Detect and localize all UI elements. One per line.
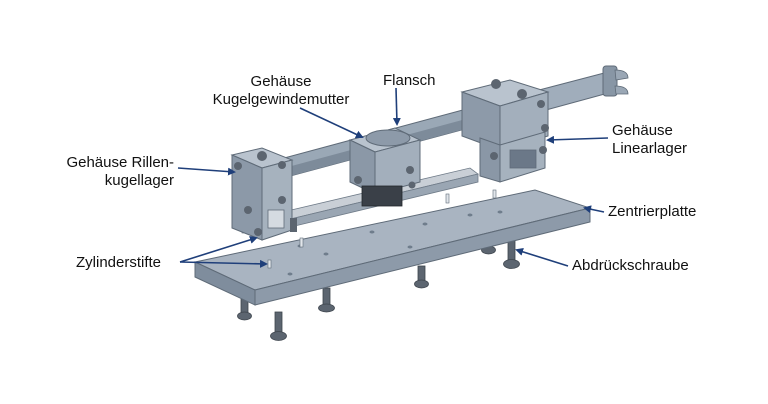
label-zylinderstifte: Zylinderstifte [76,254,162,271]
linear-bearing-housing [460,79,550,183]
groove-bearing-housing [230,147,297,241]
label-gehaeuse-rillen-line1: Gehäuse Rillen- [66,154,174,171]
label-gehaeuse-kgm-line1: Gehäuse [250,73,312,90]
label-abdrueckschraube: Abdrückschraube [572,257,689,274]
ballnut-housing [348,127,422,207]
label-gehaeuse-linear-line1: Gehäuse [612,122,673,139]
label-gehaeuse-rillen-line2: kugellager [104,172,174,189]
label-flansch: Flansch [383,72,436,89]
leader-lines [177,87,609,268]
label-gehaeuse-linear-line2: Linearlager [612,140,688,157]
label-zentrierplatte: Zentrierplatte [608,203,697,220]
label-gehaeuse-kgm-line2: Kugelgewindemutter [212,91,350,108]
label-gehaeuse-linearlager: Gehäuse Linearlager [612,122,687,158]
label-gehaeuse-rillenkugellager: Gehäuse Rillen- kugellager [40,154,174,190]
label-gehaeuse-kugelgewindemutter: Gehäuse Kugelgewindemutter [200,73,362,109]
base-plate [193,189,592,306]
